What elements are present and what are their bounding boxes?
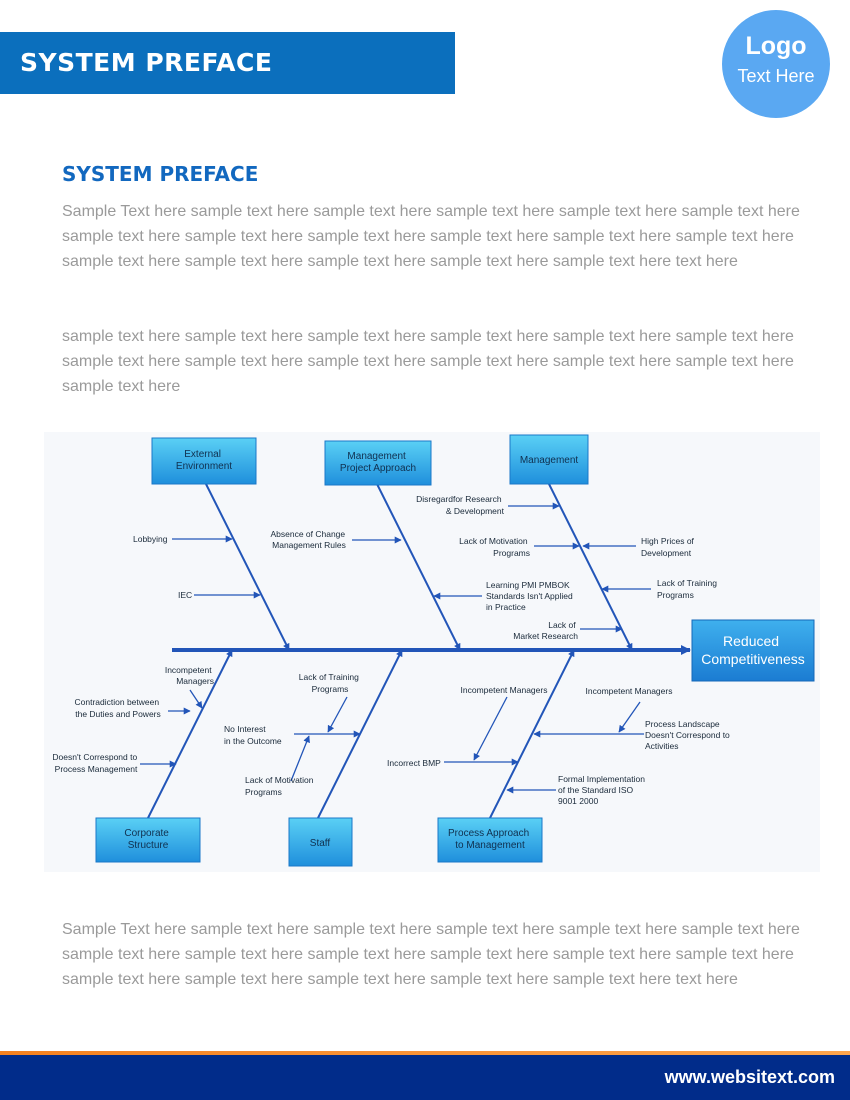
logo-main-text: Logo xyxy=(745,32,807,60)
cause-label-process-management: Doesn't Correspond to Process Management xyxy=(52,752,139,774)
svg-text:Management: Management xyxy=(520,455,579,466)
category-box-management-project-approach: Management Project Approach xyxy=(324,440,432,486)
cause-arrow-incompetent-left xyxy=(189,689,203,709)
cause-label-motivation-staff: Lack of Motivation Programs xyxy=(245,775,316,797)
cause-arrow-motivation-staff xyxy=(290,735,310,782)
svg-text:Management Project Appro: Management Project Approach xyxy=(340,451,416,474)
category-box-corporate-structure: Corporate Structure xyxy=(95,817,201,863)
cause-label-training-top: Lack of Training Programs xyxy=(657,578,719,600)
footer-website-url: www.websitext.com xyxy=(664,1067,835,1087)
svg-text:Corporate Structure: Corporate Structure xyxy=(124,828,171,851)
effect-box: Reduced Competitiveness xyxy=(691,619,815,682)
svg-text:Staff: Staff xyxy=(310,838,331,849)
footer-accent-stripe xyxy=(0,1051,850,1055)
cause-label-incompetent-mid: Incompetent Managers xyxy=(461,685,548,695)
cause-label-disregard-research: Disregardfor Research & Development xyxy=(416,494,505,516)
cause-label-process-landscape: Process Landscape Doesn't Correspond to … xyxy=(645,719,732,751)
category-box-process-approach: Process Approach to Management xyxy=(437,817,543,863)
svg-text:Reduced Competitiveness: Reduced Competitiveness xyxy=(701,633,805,667)
paragraph-1: Sample Text here sample text here sample… xyxy=(62,203,800,270)
footer-bar: www.websitext.com xyxy=(0,1055,850,1100)
cause-arrow-incompetent-right xyxy=(618,701,641,733)
cause-arrow-incompetent-mid xyxy=(473,696,508,761)
category-box-external-environment: External Environment xyxy=(151,437,257,485)
cause-label-incompetent-left: Incompetent Managers xyxy=(165,665,214,686)
cause-label-incompetent-right: Incompetent Managers xyxy=(586,686,673,696)
cause-label-lobbying: Lobbying xyxy=(133,534,168,544)
cause-label-no-interest: No Interest in the Outcome xyxy=(224,724,282,746)
cause-label-motivation-top: Lack of Motivation Programs xyxy=(459,536,530,558)
cause-label-market-research: Lack of Market Research xyxy=(513,620,578,641)
cause-label-contradiction: Contradiction between the Duties and Pow… xyxy=(75,697,162,719)
category-box-management: Management xyxy=(509,434,589,485)
paragraph-3: Sample Text here sample text here sample… xyxy=(62,921,800,988)
cause-label-iec: IEC xyxy=(178,590,192,600)
cause-label-training-staff: Lack of Training Programs xyxy=(299,672,361,694)
cause-label-high-prices: High Prices of Development xyxy=(641,536,696,558)
logo-placeholder: Logo Text Here xyxy=(722,10,830,118)
bone-external-environment xyxy=(205,483,290,651)
cause-label-absence-of-change: Absence of Change Management Rules xyxy=(270,529,347,550)
svg-text:External Environment: External Environment xyxy=(176,449,232,472)
logo-sub-text: Text Here xyxy=(737,66,815,86)
header-banner: SYSTEM PREFACE xyxy=(0,32,455,94)
fishbone-diagram: External Environment Management Project … xyxy=(44,432,820,872)
bone-management xyxy=(548,483,633,651)
category-box-staff: Staff xyxy=(288,817,353,867)
paragraph-2: sample text here sample text here sample… xyxy=(62,328,794,395)
banner-title: SYSTEM PREFACE xyxy=(20,48,273,77)
svg-text:Process Approach to Mana: Process Approach to Management xyxy=(448,828,532,851)
bone-process-approach xyxy=(489,649,575,819)
cause-label-formal-implementation: Formal Implementation of the Standard IS… xyxy=(558,774,647,806)
cause-arrow-training-staff xyxy=(327,696,348,733)
bone-management-project-approach xyxy=(376,483,461,651)
cause-label-learning-pmi: Learning PMI PMBOK Standards Isn't Appli… xyxy=(486,580,575,612)
section-heading: SYSTEM PREFACE xyxy=(62,162,259,186)
bone-corporate-structure xyxy=(147,649,233,819)
cause-label-incorrect-bmp: Incorrect BMP xyxy=(387,758,441,768)
